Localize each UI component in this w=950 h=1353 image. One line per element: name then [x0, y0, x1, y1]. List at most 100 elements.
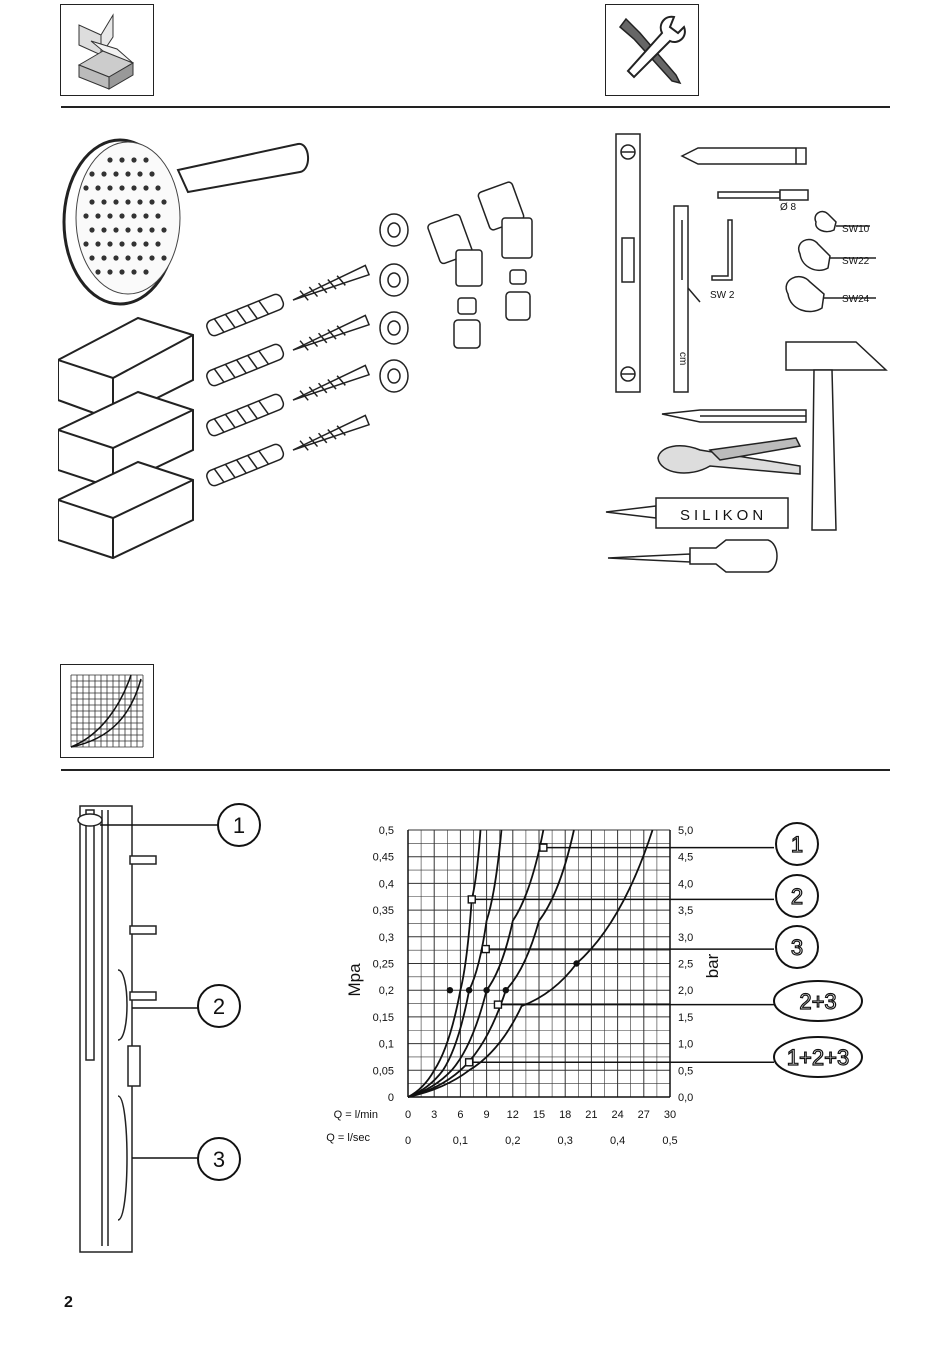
mpa-tick-label: 0,35	[373, 905, 394, 917]
spray-hole	[143, 157, 148, 162]
bar-tick-label: 3,5	[678, 905, 693, 917]
spray-hole	[113, 255, 118, 260]
mpa-tick-label: 0,4	[379, 878, 394, 890]
panel-callout-3: 3	[213, 1147, 225, 1172]
lmin-tick-labels: 036912151821242730	[405, 1109, 676, 1121]
mpa-tick-label: 0,2	[379, 985, 394, 997]
product-parts-illustration	[58, 130, 558, 570]
curve-point-dot	[573, 960, 579, 966]
spray-hole	[95, 213, 100, 218]
spray-hole	[155, 185, 160, 190]
wrench-label-1: SW10	[842, 224, 870, 235]
lmin-tick-label: 24	[611, 1109, 623, 1121]
lmin-tick-label: 27	[638, 1109, 650, 1121]
spray-hole	[107, 241, 112, 246]
spray-hole	[119, 157, 124, 162]
x-axis-label-lmin: Q = l/min	[334, 1109, 378, 1121]
spray-hole	[131, 213, 136, 218]
hand-shower-illustration	[64, 140, 308, 304]
spray-hole	[119, 269, 124, 274]
spray-hole	[125, 255, 130, 260]
bar-tick-label: 0,0	[678, 1092, 693, 1104]
lsec-tick-label: 0,5	[662, 1135, 677, 1147]
spray-hole	[113, 171, 118, 176]
chart-grid	[408, 830, 670, 1097]
bar-tick-label: 4,0	[678, 878, 693, 890]
spray-hole	[89, 255, 94, 260]
wrench-label-2: SW22	[842, 256, 870, 267]
elbow-fittings-illustration	[427, 181, 532, 348]
curve-point-dot	[447, 987, 453, 993]
spray-hole	[131, 241, 136, 246]
spray-hole	[143, 213, 148, 218]
lsec-tick-labels: 00,10,20,30,40,5	[405, 1135, 678, 1147]
spray-hole	[137, 227, 142, 232]
spray-hole	[119, 241, 124, 246]
flow-rate-chart: 00,050,10,150,20,250,30,350,40,450,5 0,0…	[300, 810, 900, 1160]
lsec-tick-label: 0,2	[505, 1135, 520, 1147]
bar-tick-label: 1,0	[678, 1039, 693, 1051]
mpa-tick-label: 0	[388, 1092, 394, 1104]
wrench-label-3: SW24	[842, 294, 870, 305]
curve-point-square	[482, 946, 489, 953]
callout-label: 2	[791, 884, 803, 909]
panel-callout-1: 1	[233, 813, 245, 838]
spray-hole	[83, 241, 88, 246]
flow-diagram-icon	[60, 664, 154, 758]
spray-hole	[95, 185, 100, 190]
spray-hole	[107, 185, 112, 190]
spray-hole	[101, 227, 106, 232]
spray-hole	[137, 199, 142, 204]
spray-hole	[83, 213, 88, 218]
x-axis-label-lsec: Q = l/sec	[326, 1132, 370, 1144]
y-axis-label-bar: bar	[703, 953, 722, 978]
spray-hole	[137, 171, 142, 176]
lmin-tick-label: 0	[405, 1109, 411, 1121]
lmin-tick-label: 9	[484, 1109, 490, 1121]
lsec-tick-label: 0	[405, 1135, 411, 1147]
screwdriver-icon	[608, 540, 777, 572]
spray-hole	[161, 255, 166, 260]
ruler-unit-label: cm	[677, 352, 688, 365]
curve-point-square	[466, 1059, 473, 1066]
spray-hole	[137, 255, 142, 260]
bar-tick-label: 2,5	[678, 959, 693, 971]
bar-tick-label: 4,5	[678, 852, 693, 864]
drill-bit-icon	[718, 190, 808, 200]
lmin-tick-label: 30	[664, 1109, 676, 1121]
mpa-tick-labels: 00,050,10,150,20,250,30,350,40,450,5	[373, 825, 394, 1104]
spirit-level-icon	[616, 134, 640, 392]
lmin-tick-label: 21	[585, 1109, 597, 1121]
wall-plugs-and-screws-illustration	[205, 214, 408, 487]
spray-hole	[89, 199, 94, 204]
spray-hole	[83, 185, 88, 190]
spray-hole	[161, 199, 166, 204]
required-tools-illustration: Ø 8 SW 2 cm SW10 SW22 SW24 SILIKON	[600, 130, 890, 580]
spray-hole	[149, 171, 154, 176]
curve-point-square	[494, 1001, 501, 1008]
mpa-tick-label: 0,5	[379, 825, 394, 837]
lsec-tick-label: 0,3	[558, 1135, 573, 1147]
curve-point-dot	[466, 987, 472, 993]
lmin-tick-label: 6	[457, 1109, 463, 1121]
bar-tick-label: 2,0	[678, 985, 693, 997]
bar-tick-label: 3,0	[678, 932, 693, 944]
hex-key-label: SW 2	[710, 290, 735, 301]
mpa-tick-label: 0,25	[373, 959, 394, 971]
hex-key-icon	[712, 220, 732, 280]
lsec-tick-label: 0,1	[453, 1135, 468, 1147]
bar-tick-label: 1,5	[678, 1012, 693, 1024]
lmin-tick-label: 15	[533, 1109, 545, 1121]
curve-point-square	[468, 896, 475, 903]
spray-hole	[113, 199, 118, 204]
spray-hole	[107, 157, 112, 162]
spray-hole	[89, 227, 94, 232]
spray-hole	[89, 171, 94, 176]
y-axis-label-mpa: Mpa	[345, 963, 364, 997]
lmin-tick-label: 3	[431, 1109, 437, 1121]
page-number: 2	[64, 1294, 73, 1312]
curve-point-dot	[503, 987, 509, 993]
spray-hole	[143, 269, 148, 274]
spray-hole	[131, 185, 136, 190]
callout-label: 1+2+3	[787, 1045, 849, 1070]
